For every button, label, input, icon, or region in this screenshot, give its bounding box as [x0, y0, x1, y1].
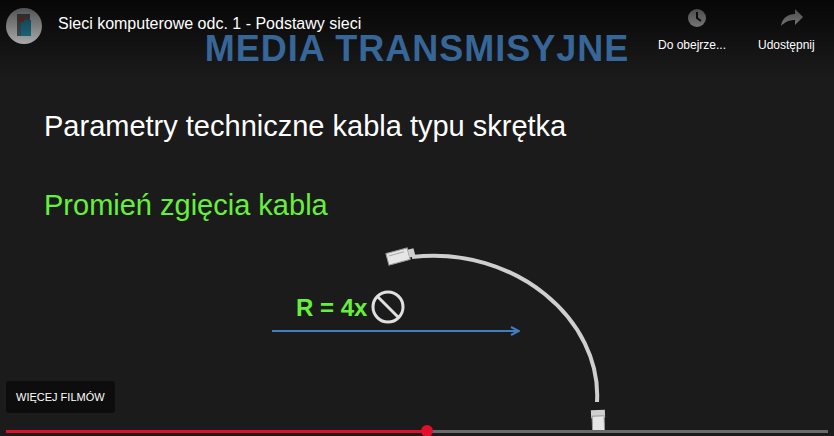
more-videos-button: WIĘCEJ FILMÓW [6, 381, 115, 413]
button-text: WIĘCEJ FILMÓW [16, 391, 105, 403]
prohibited-symbol [373, 292, 403, 322]
slide-subtitle: Parametry techniczne kabla typu skrętka [44, 110, 566, 143]
section-heading: Promień zgięcia kabla [44, 189, 328, 222]
cable-illustration [386, 246, 606, 432]
radius-arrow [272, 330, 519, 332]
watch-later-label: Do obejrze... [658, 38, 726, 52]
share-label: Udostępnij [758, 38, 815, 52]
radius-label: R = 4x [296, 294, 367, 322]
progress-bar [6, 425, 828, 436]
video-title: Sieci komputerowe odc. 1 - Podstawy siec… [58, 15, 361, 33]
top-overlay [0, 0, 834, 80]
